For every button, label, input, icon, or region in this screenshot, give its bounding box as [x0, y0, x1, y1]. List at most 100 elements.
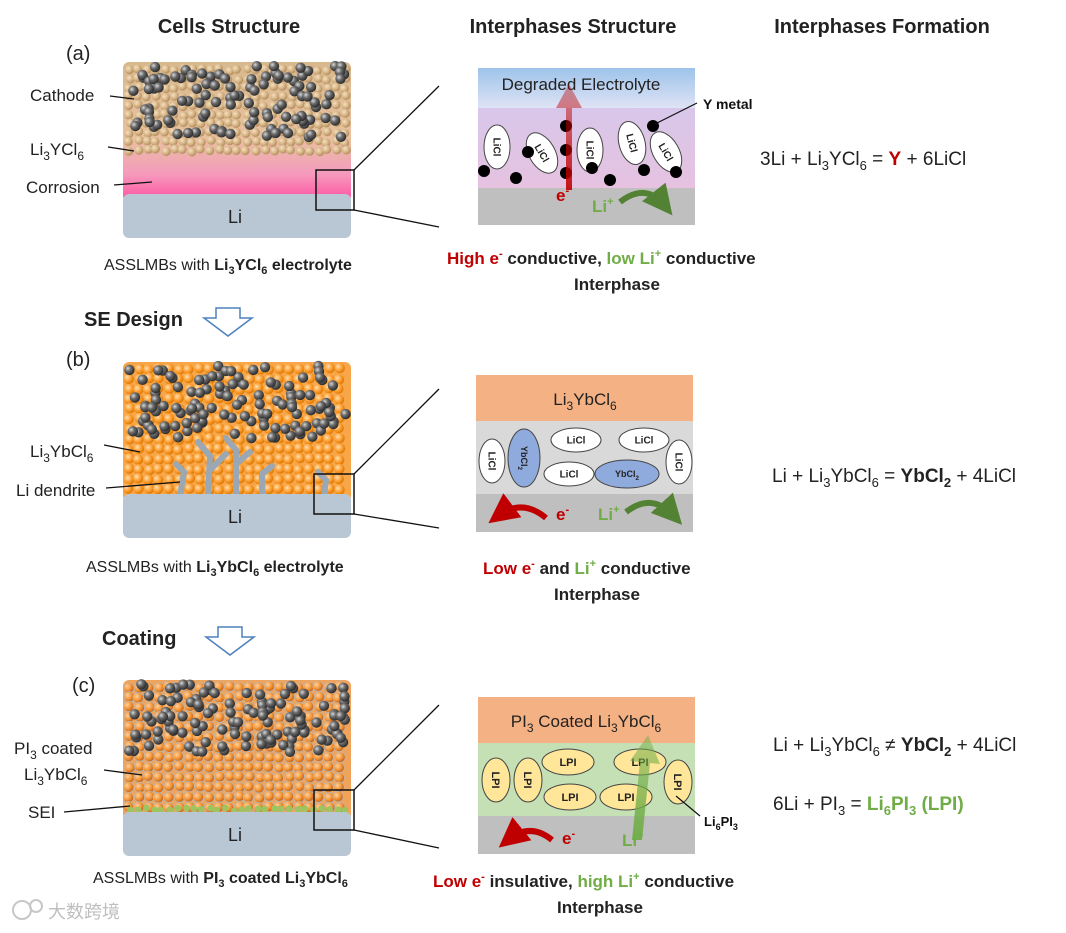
cathode-sphere	[198, 409, 209, 420]
coated-particle	[152, 771, 164, 783]
cathode-sphere	[340, 408, 351, 420]
tan-particle	[278, 137, 288, 147]
coated-particle	[214, 771, 226, 783]
interphase-c-e-label: e-	[562, 828, 575, 848]
tan-particle	[161, 147, 171, 157]
electrolyte-particle	[213, 484, 225, 496]
cathode-sphere	[320, 112, 331, 124]
sei-particle	[197, 806, 205, 813]
cathode-sphere	[137, 374, 148, 385]
electrolyte-particle	[152, 474, 164, 485]
cathode-sphere	[196, 68, 208, 79]
electrolyte-particle	[323, 453, 334, 464]
coated-particle	[152, 760, 164, 772]
sei-particle	[271, 805, 278, 812]
cathode-sphere	[258, 79, 269, 90]
cathode-sphere	[225, 81, 236, 93]
desc-b-line2: Interphase	[554, 585, 640, 604]
cathode-sphere	[282, 72, 293, 83]
desc-c-line1: Low e- insulative, high Li+ conductive	[433, 871, 734, 891]
cathode-sphere	[257, 710, 269, 721]
cathode-sphere	[200, 108, 211, 119]
coated-particle	[223, 761, 235, 773]
coated-particle	[312, 791, 324, 803]
cathode-sphere	[130, 120, 141, 132]
cathode-sphere	[217, 724, 228, 735]
coated-particle	[302, 741, 314, 753]
cathode-sphere	[248, 114, 259, 126]
interphase-b-top-label: Li3YbCl6	[553, 390, 617, 413]
tan-particle	[161, 93, 171, 103]
cell-a-zoom-box	[315, 169, 355, 211]
coated-particle	[132, 692, 144, 704]
sei-particle	[207, 804, 215, 812]
cathode-sphere	[142, 711, 153, 722]
cathode-sphere	[140, 729, 152, 740]
tan-particle	[231, 64, 241, 74]
electrolyte-particle	[164, 434, 175, 446]
electrolyte-particle	[132, 454, 144, 465]
tan-particle	[150, 144, 160, 154]
cathode-sphere	[159, 421, 170, 432]
coated-particle	[263, 790, 275, 802]
cathode-sphere	[335, 73, 346, 85]
tan-particle	[341, 118, 351, 128]
cathode-sphere	[318, 418, 330, 429]
cathode-sphere	[210, 96, 222, 108]
coated-particle	[203, 791, 215, 803]
coated-particle	[153, 782, 165, 794]
cathode-sphere	[324, 89, 335, 101]
coated-particle	[233, 761, 245, 773]
zoom-line-c-bottom	[353, 829, 440, 849]
cell-c-li-label: Li	[228, 825, 242, 845]
interphase-a-top-label: Degraded Electrolyte	[502, 75, 661, 94]
tan-particle	[159, 127, 169, 137]
coated-particle	[263, 680, 275, 692]
tan-particle	[123, 136, 133, 146]
electrolyte-particle	[334, 433, 345, 444]
zoom-line-a-top	[353, 85, 440, 171]
cathode-sphere	[327, 380, 339, 391]
electrolyte-particle	[264, 454, 275, 465]
tan-particle	[179, 111, 189, 121]
electrolyte-particle	[334, 484, 345, 496]
label-pi3-coated-1: PI3 coated	[14, 739, 93, 762]
cathode-sphere	[157, 711, 169, 722]
tan-particle	[260, 64, 270, 74]
svg-text:LPI: LPI	[559, 757, 576, 769]
cathode-sphere	[177, 727, 188, 738]
tan-particle	[178, 118, 188, 127]
tan-particle	[277, 81, 287, 91]
sei-particle	[326, 806, 333, 813]
cathode-sphere	[182, 425, 193, 437]
cathode-sphere	[225, 99, 236, 110]
y-metal-dot	[478, 165, 490, 177]
coated-particle	[243, 761, 255, 773]
tan-particle	[231, 119, 241, 128]
tan-particle	[152, 109, 162, 119]
electrolyte-particle	[124, 384, 135, 395]
cathode-sphere	[226, 366, 237, 377]
cathode-sphere	[240, 740, 252, 752]
coated-particle	[302, 700, 314, 712]
coated-particle	[214, 791, 226, 803]
cathode-sphere	[295, 389, 306, 401]
electrolyte-particle	[274, 463, 286, 474]
electrolyte-particle	[254, 454, 266, 465]
coated-particle	[174, 780, 186, 792]
sei-particle	[221, 804, 229, 812]
coated-particle	[203, 772, 215, 784]
coated-particle	[163, 741, 175, 753]
zoom-line-a-bottom	[353, 209, 440, 228]
cell-a-li-metal	[123, 194, 351, 238]
svg-text:LPI: LPI	[521, 771, 533, 788]
coated-particle	[192, 791, 204, 803]
electrolyte-particle	[163, 454, 174, 465]
electrolyte-particle	[273, 474, 284, 485]
equation-a: 3Li + Li3YCl6 = Y + 6LiCl	[760, 149, 966, 173]
electrolyte-particle	[123, 463, 135, 474]
licl-grain: LiCl	[543, 461, 595, 487]
interphase-b-top-layer	[476, 375, 693, 421]
cathode-sphere	[192, 422, 203, 433]
